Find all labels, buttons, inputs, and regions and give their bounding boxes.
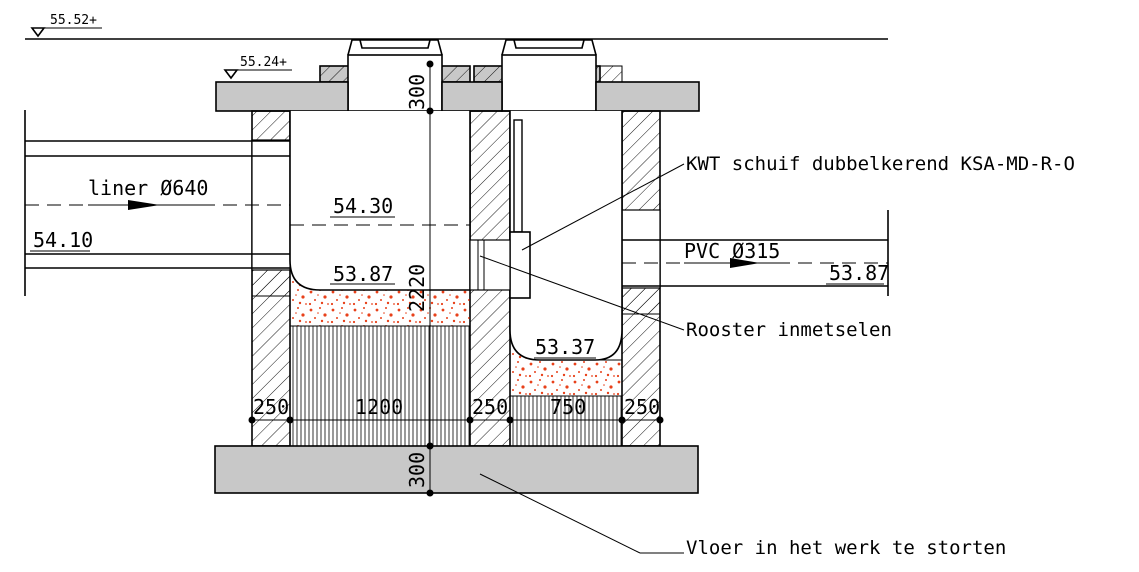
cover-slab xyxy=(215,81,700,112)
total-height-dim: 2220 xyxy=(405,264,429,312)
liner-label: liner Ø640 xyxy=(88,176,208,200)
chamber1-bottom-level: 53.87 xyxy=(333,262,393,286)
cover-thickness-dim: 300 xyxy=(405,74,429,110)
callout-grate: Rooster inmetselen xyxy=(479,255,892,341)
chamber2-bottom-level: 53.37 xyxy=(535,335,595,359)
pvc-pipe: PVC Ø315 53.87 xyxy=(622,210,889,296)
chamber2-width-dim: 750 xyxy=(550,395,586,419)
liner-pipe: liner Ø640 54.10 xyxy=(24,110,290,296)
floor-slab xyxy=(214,445,699,494)
chamber-1: 54.30 53.87 xyxy=(289,111,471,447)
wall-right-dim: 250 xyxy=(624,395,660,419)
callout-floor: Vloer in het werk te storten xyxy=(479,473,1006,559)
ground-level: 55.52+ xyxy=(25,13,888,40)
chamber1-width-dim: 1200 xyxy=(355,395,403,419)
pvc-invert-level: 53.87 xyxy=(829,261,889,285)
liner-axis-level: 54.30 xyxy=(333,194,393,218)
grate-callout-text: Rooster inmetselen xyxy=(686,319,892,341)
cover-level-label: 55.24+ xyxy=(240,55,287,70)
ground-level-label: 55.52+ xyxy=(50,13,97,28)
vertical-dimensions: 300 2220 300 xyxy=(405,60,434,497)
floor-callout-text: Vloer in het werk te storten xyxy=(686,537,1006,559)
valve-callout-text: KWT schuif dubbelkerend KSA-MD-R-O xyxy=(686,153,1075,175)
liner-invert-level: 54.10 xyxy=(33,228,93,252)
pvc-label: PVC Ø315 xyxy=(684,239,780,263)
callout-valve: KWT schuif dubbelkerend KSA-MD-R-O xyxy=(521,153,1075,251)
wall-left-dim: 250 xyxy=(253,395,289,419)
cover-level: 55.24+ xyxy=(223,55,292,80)
horizontal-dimensions: 250 1200 250 750 250 xyxy=(248,395,664,424)
manhole-frames xyxy=(319,39,623,112)
floor-thickness-dim: 300 xyxy=(405,452,429,488)
wall-middle-dim: 250 xyxy=(472,395,508,419)
